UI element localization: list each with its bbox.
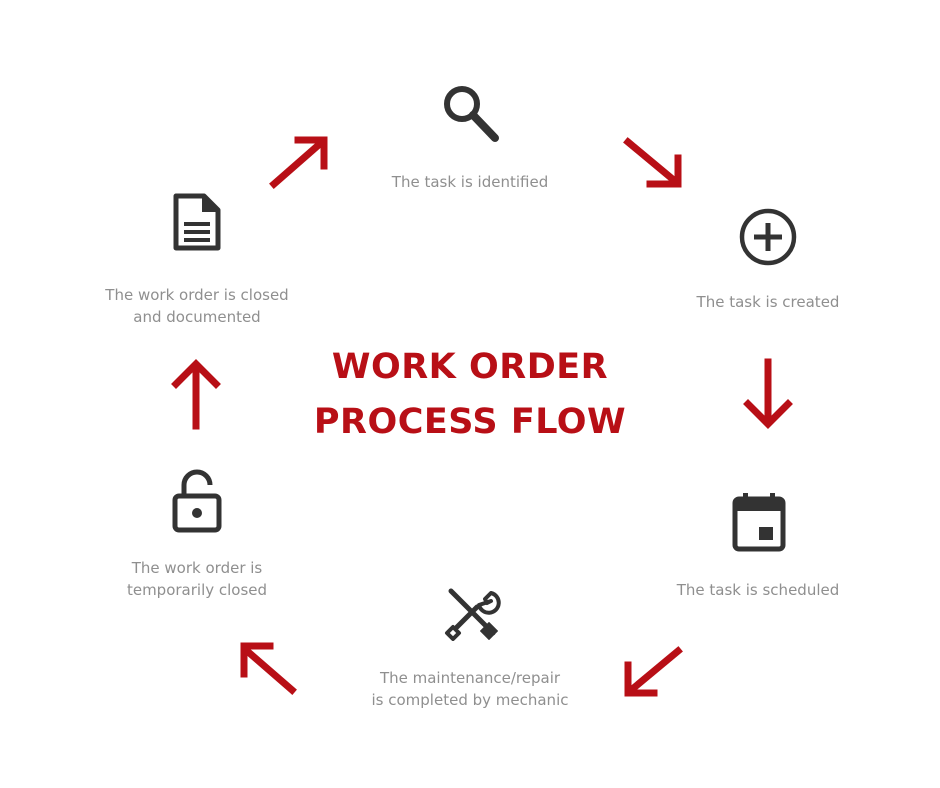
wrench-screwdriver-icon	[445, 588, 501, 641]
step-label-closed-documented: The work order is closed and documented	[87, 284, 307, 328]
arrow-scheduled-to-completed	[624, 646, 683, 697]
step-label-completed-line-2: is completed by mechanic	[371, 691, 569, 709]
step-label-completed-line-1: The maintenance/repair	[379, 669, 561, 687]
search-icon	[444, 86, 499, 142]
step-label-scheduled: The task is scheduled	[658, 579, 858, 601]
title-line-1: WORK ORDER	[331, 347, 609, 387]
arrow-completed-to-temp-closed	[240, 642, 297, 695]
step-label-created: The task is created	[668, 291, 868, 313]
step-label-identified-line: The task is identified	[391, 173, 549, 191]
plus-circle-icon	[739, 208, 797, 266]
document-icon	[173, 193, 221, 251]
arrow-temp-closed-to-closed	[171, 359, 221, 430]
step-label-temp-closed: The work order is temporarily closed	[97, 557, 297, 601]
unlocked-padlock-icon	[172, 469, 222, 533]
arrow-closed-to-identified	[269, 136, 328, 189]
arrow-identified-to-created	[623, 137, 682, 188]
title-line-2: PROCESS FLOW	[313, 402, 627, 442]
step-label-temp-closed-line-1: The work order is	[131, 559, 263, 577]
step-label-created-line: The task is created	[696, 293, 840, 311]
step-label-scheduled-line: The task is scheduled	[676, 581, 840, 599]
step-label-closed-documented-line-1: The work order is closed	[105, 286, 289, 304]
step-label-closed-documented-line-2: and documented	[133, 308, 261, 326]
step-label-completed: The maintenance/repair is completed by m…	[340, 667, 600, 711]
step-label-identified: The task is identified	[370, 171, 570, 193]
step-label-temp-closed-line-2: temporarily closed	[126, 581, 268, 599]
arrow-created-to-scheduled	[743, 358, 793, 429]
calendar-icon	[732, 493, 786, 552]
